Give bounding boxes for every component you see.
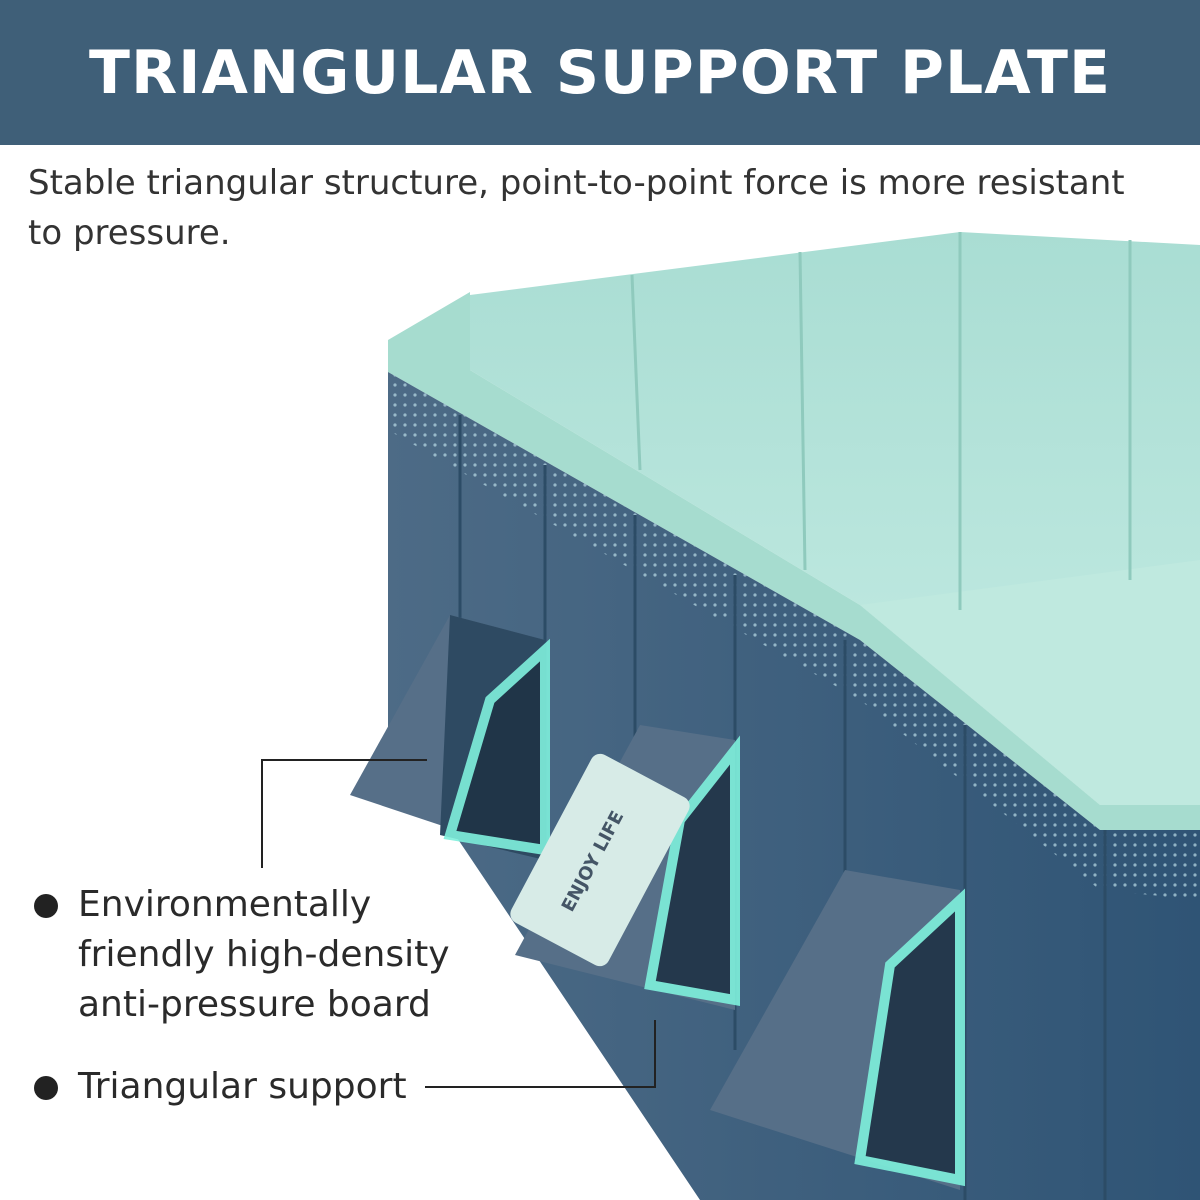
header-banner: TRIANGULAR SUPPORT PLATE bbox=[0, 0, 1200, 145]
bullet-icon bbox=[34, 894, 58, 918]
pool-floor bbox=[860, 560, 1200, 805]
callout-support-text: Triangular support bbox=[78, 1066, 407, 1107]
bullet-icon bbox=[34, 1076, 58, 1100]
callout-board-text: Environmentally friendly high-density an… bbox=[78, 884, 450, 1025]
interior-panel-seams bbox=[630, 232, 1132, 610]
page-title: TRIANGULAR SUPPORT PLATE bbox=[89, 37, 1111, 108]
callout-support: Triangular support bbox=[34, 1062, 407, 1112]
callout-board: Environmentally friendly high-density an… bbox=[34, 880, 474, 1030]
callout-line-support bbox=[425, 1020, 656, 1088]
triangular-support-1 bbox=[350, 615, 550, 860]
product-label bbox=[510, 753, 690, 967]
triangular-support-2: ENJOY LIFE bbox=[510, 725, 740, 1010]
pool-wall bbox=[388, 372, 1200, 1200]
pool-rim bbox=[388, 292, 1200, 830]
callout-line-board bbox=[261, 759, 427, 868]
subtitle: Stable triangular structure, point-to-po… bbox=[28, 163, 1125, 253]
triangular-support-3 bbox=[710, 870, 965, 1190]
wall-dot-pattern bbox=[388, 372, 1200, 900]
